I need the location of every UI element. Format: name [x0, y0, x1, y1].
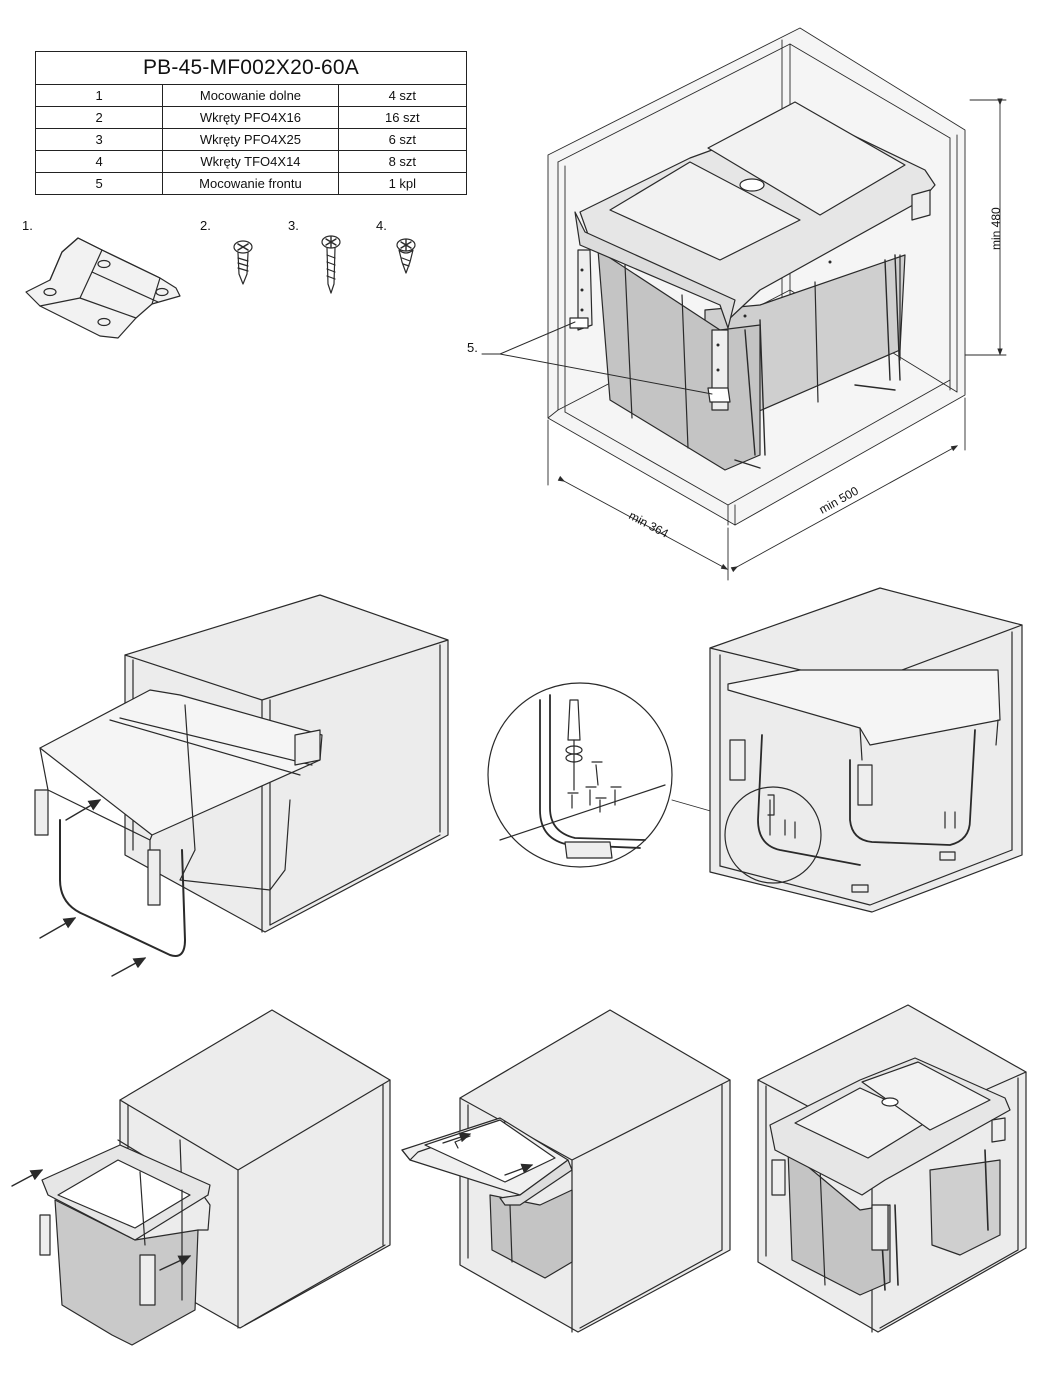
parts-illustrations: 1. 2. 3. 4. [22, 218, 416, 339]
double-bin-unit [569, 101, 936, 471]
dimension-height-label: min 480 [989, 207, 1003, 250]
step-finished-assembly [757, 1004, 1027, 1333]
screw-pfo4x25-icon [321, 235, 341, 294]
table-title-row: PB-45-MF002X20-60A [35, 51, 467, 85]
part-label-2: 2. [200, 218, 211, 233]
part-quantity: 8 szt [337, 150, 468, 173]
screw-tfo4x14-icon [396, 238, 416, 274]
part-name: Wkręty PFO4X25 [162, 128, 339, 151]
part-number: 5 [34, 172, 164, 195]
step-screw-fixing [487, 587, 1023, 913]
main-dimension-view: 5. min 480 min 364 min 500 [467, 27, 1007, 581]
table-row: 5 Mocowanie frontu 1 kpl [34, 172, 468, 195]
part-name: Mocowanie frontu [162, 172, 339, 195]
screws-group [567, 761, 622, 813]
table-title: PB-45-MF002X20-60A [35, 51, 467, 85]
parts-table: PB-45-MF002X20-60A 1 Mocowanie dolne 4 s… [34, 51, 468, 195]
screwdriver-icon [567, 699, 581, 741]
part-label-4: 4. [376, 218, 387, 233]
part-label-5: 5. [467, 340, 478, 355]
step-frame-insertion [34, 594, 449, 977]
detail-magnifier [487, 682, 673, 868]
bottom-bracket-icon [25, 237, 181, 339]
screw-pfo4x16-icon [233, 240, 253, 285]
front-mount-leader [481, 321, 713, 395]
dimension-depth-label: min 500 [817, 484, 861, 517]
part-label-1: 1. [22, 218, 33, 233]
step-lid-slide [401, 1009, 731, 1333]
step-bin-insertion [11, 1009, 391, 1346]
dimension-lines [547, 98, 1007, 581]
part-quantity: 1 kpl [337, 172, 468, 195]
table-row: 3 Wkręty PFO4X25 6 szt [34, 128, 468, 151]
detail-callout-circle [724, 786, 822, 884]
dimension-width-label: min 364 [627, 508, 672, 541]
part-label-3: 3. [288, 218, 299, 233]
